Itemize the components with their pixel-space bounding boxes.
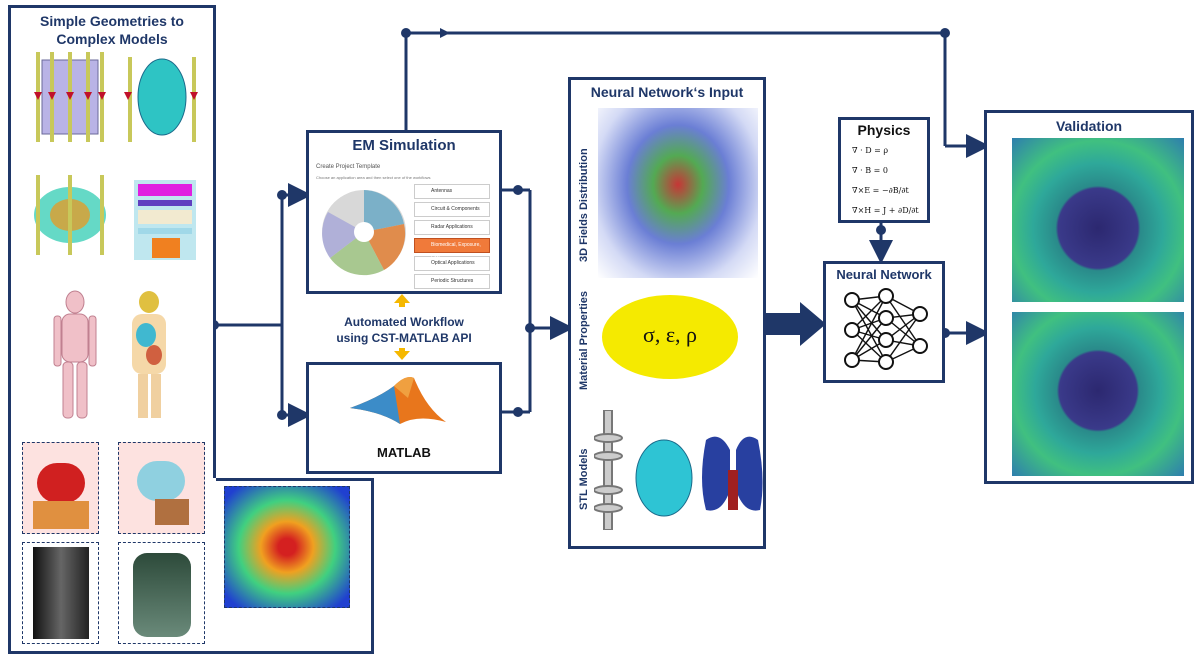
template-subheader: Choose an application area and then sele…	[316, 175, 431, 180]
nested-ellipsoid-icon	[34, 175, 106, 255]
heatmap-body-image	[224, 486, 350, 608]
validation-title: Validation	[1055, 118, 1123, 134]
application-wheel-icon	[322, 190, 406, 276]
maxwell-eq-2: ∇ · B = 0	[852, 166, 888, 175]
material-properties-ellipse	[602, 295, 738, 379]
em-simulation-title: EM Simulation	[352, 137, 456, 154]
menu-item-label: Biomedical, Exposure, EMI	[431, 242, 481, 261]
torso-organs-image-1	[22, 442, 99, 534]
nn-input-title: Neural Network‘s Input	[590, 84, 744, 100]
left-panel-title: Simple Geometries to Complex Models	[40, 13, 184, 47]
menu-item-label: Antennas	[431, 188, 453, 194]
menu-item-biomedical[interactable]: Biomedical, Exposure, EMI	[414, 238, 490, 261]
big-arrow	[765, 302, 826, 346]
template-header: Create Project Template	[316, 164, 381, 170]
workflow-label-line1: Automated Workflow	[344, 315, 464, 329]
menu-item-optical[interactable]: Optical Applications	[414, 256, 490, 271]
layered-block-icon	[134, 180, 196, 260]
menu-item-label: Optical Applications	[431, 260, 475, 266]
physics-panel	[838, 117, 930, 223]
stl-models-icon	[594, 410, 763, 530]
maxwell-eq-4: ∇×H = J + ∂D/∂t	[852, 206, 919, 215]
3d-fields-image	[598, 108, 758, 278]
fields-section-label: 3D Fields Distribution	[578, 148, 590, 262]
matlab-label: MATLAB	[377, 445, 431, 460]
material-symbols: σ, ε, ρ	[642, 322, 698, 347]
workflow-label-line2: using CST-MATLAB API	[336, 331, 472, 345]
maxwell-eq-3: ∇×E = −∂B/∂t	[852, 186, 909, 195]
menu-item-antennas[interactable]: Antennas	[414, 184, 490, 199]
application-menu: Antennas Circuit & Components Radar Appl…	[414, 184, 490, 292]
torso-organs-image-2	[118, 442, 205, 534]
neural-network-title: Neural Network	[836, 267, 932, 282]
neural-network-diagram-icon	[844, 288, 928, 370]
cylinder-model-icon	[34, 52, 106, 142]
menu-item-label: Periodic Structures	[431, 278, 474, 284]
validation-map-bottom	[1012, 312, 1184, 476]
maxwell-eq-1: ∇ · D = ρ	[852, 146, 889, 155]
menu-item-circuit[interactable]: Circuit & Components	[414, 202, 490, 217]
workflow-arrows	[394, 294, 410, 360]
menu-item-periodic[interactable]: Periodic Structures	[414, 274, 490, 289]
menu-item-label: Radar Applications	[431, 224, 473, 230]
stl-section-label: STL Models	[578, 448, 590, 510]
ellipsoid-model-icon	[124, 57, 198, 142]
ct-scan-image	[22, 542, 99, 644]
menu-item-label: Circuit & Components	[431, 206, 480, 212]
anatomy-model-icon	[132, 291, 166, 418]
menu-item-radar[interactable]: Radar Applications	[414, 220, 490, 235]
matlab-logo-icon	[350, 377, 446, 424]
physics-title: Physics	[857, 122, 911, 138]
validation-map-top	[1012, 138, 1184, 302]
material-section-label: Material Properties	[578, 290, 590, 390]
skeleton-model-image	[118, 542, 205, 644]
human-body-icon	[53, 290, 97, 419]
